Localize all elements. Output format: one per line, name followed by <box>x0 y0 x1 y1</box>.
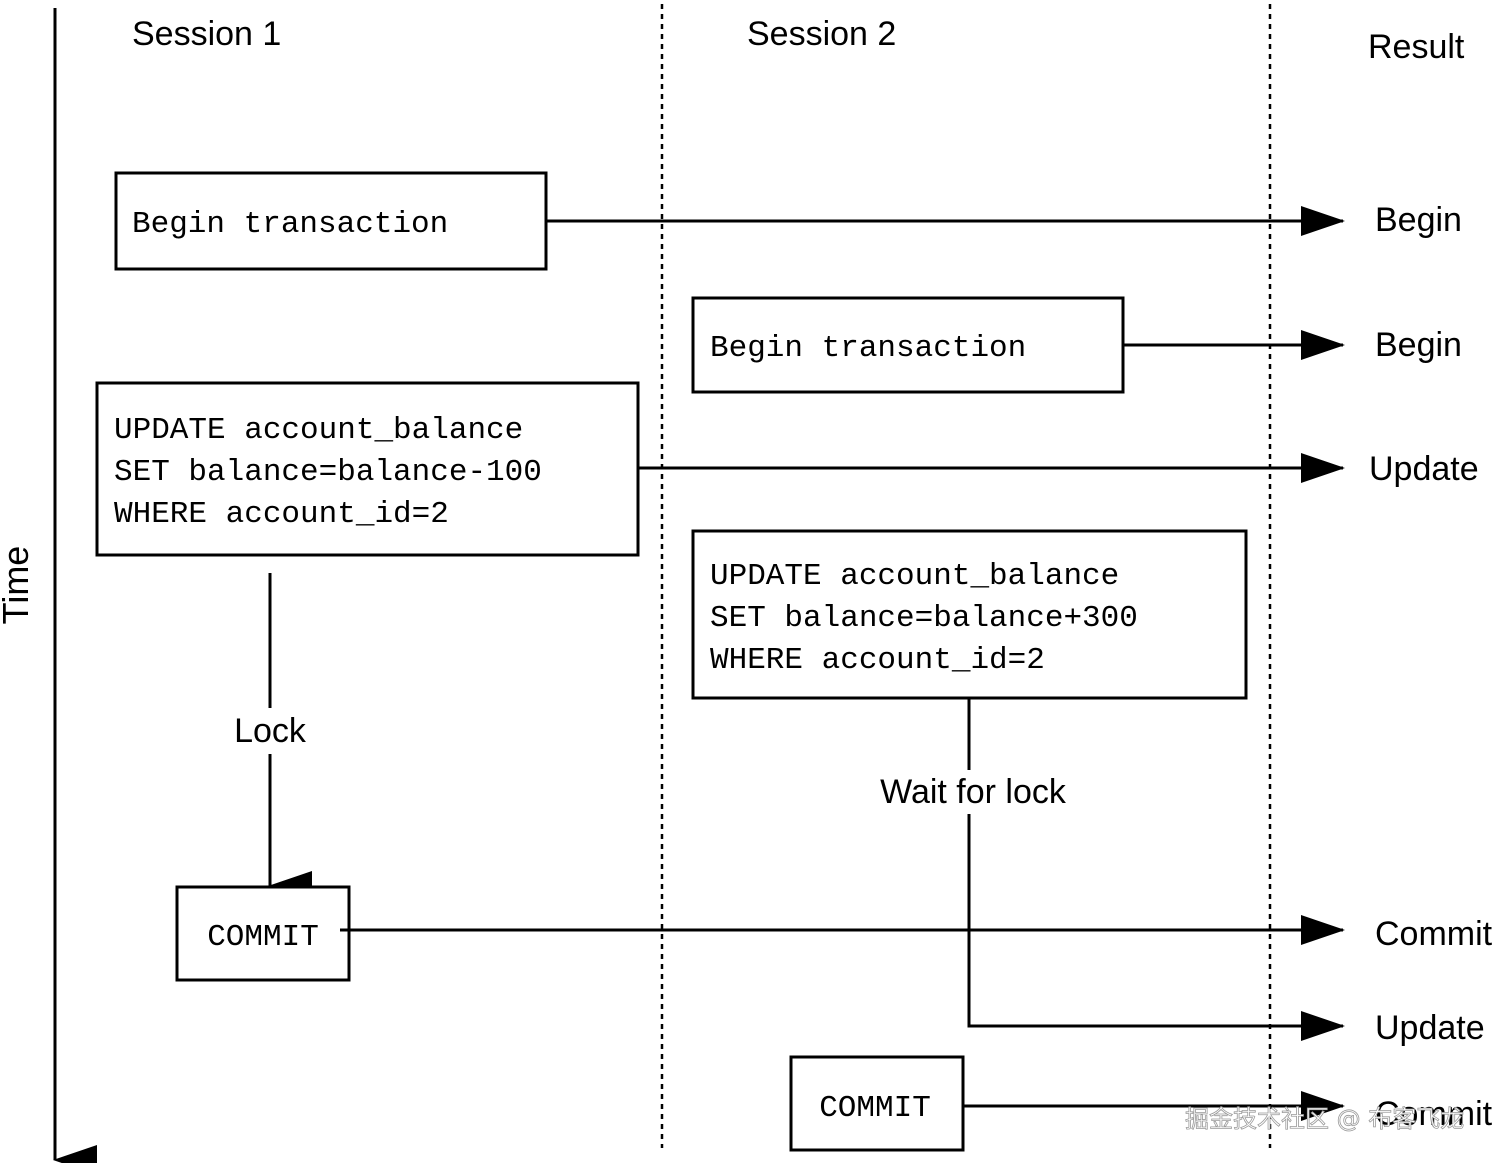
result-commit-2: Commit <box>1375 1095 1493 1133</box>
result-begin-1: Begin <box>1375 201 1462 239</box>
wait-label-gap <box>868 770 1074 814</box>
session2-update-line-1: UPDATE account_balance <box>710 559 1119 594</box>
session1-begin-text: Begin transaction <box>132 207 448 242</box>
wait-for-lock-label: Wait for lock <box>880 773 1067 811</box>
session1-commit-text: COMMIT <box>207 920 319 955</box>
session1-update-line-2: SET balance=balance-100 <box>114 455 542 490</box>
wait-for-lock-path <box>967 698 1345 1041</box>
session2-commit-box <box>789 1055 965 1152</box>
session2-update-line-2: SET balance=balance+300 <box>710 601 1138 636</box>
lock-label: Lock <box>234 712 307 750</box>
session2-begin-text: Begin transaction <box>710 331 1026 366</box>
result-begin-2: Begin <box>1375 326 1462 364</box>
session1-update-box <box>95 381 640 557</box>
session2-commit-text: COMMIT <box>819 1091 931 1126</box>
session1-update-line-3: WHERE account_id=2 <box>114 497 449 532</box>
lock-label-gap <box>225 708 315 754</box>
session2-update-line-3: WHERE account_id=2 <box>710 643 1045 678</box>
watermark: 掘金技术社区 @ 布客飞龙 <box>1185 1105 1464 1133</box>
result-update-1: Update <box>1369 450 1479 488</box>
session1-header: Session 1 <box>132 15 281 53</box>
session1-commit-box <box>175 885 351 982</box>
result-header: Result <box>1368 28 1465 66</box>
session1-begin-box <box>114 171 548 271</box>
session2-begin-box <box>691 296 1125 394</box>
session1-update-line-1: UPDATE account_balance <box>114 413 523 448</box>
time-axis-label: Time <box>0 546 36 625</box>
session2-header: Session 2 <box>747 15 896 53</box>
result-update-2: Update <box>1375 1009 1485 1047</box>
result-commit-1: Commit <box>1375 915 1493 953</box>
session2-update-box <box>691 529 1248 700</box>
